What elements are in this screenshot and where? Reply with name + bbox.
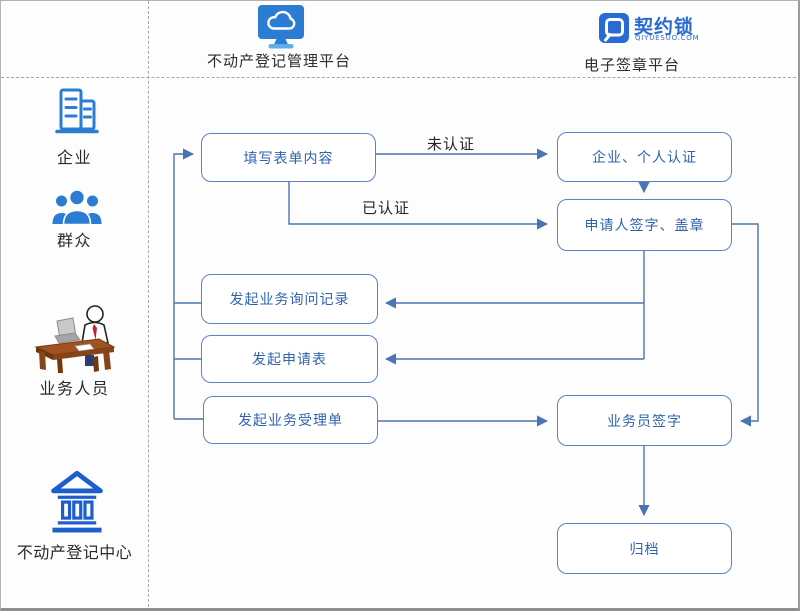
node-authentication: 企业、个人认证 [557,132,732,182]
node-archive: 归档 [557,523,732,574]
node-application-form: 发起申请表 [201,335,378,383]
left-platform-title: 不动产登记管理平台 [206,52,351,70]
node-inquiry-record: 发起业务询问记录 [201,274,378,324]
sidebar-item-enterprise: 企业 [56,148,92,167]
logo-brand-text: 契约锁 [634,16,695,38]
node-fill-form: 填写表单内容 [201,133,376,182]
sidebar-item-staff: 业务人员 [39,379,110,398]
cloud-monitor-icon [258,5,304,49]
desk-worker-icon [34,305,116,373]
buildings-icon [55,88,99,134]
node-clerk-sign: 业务员签字 [557,395,732,446]
sidebar-item-public: 群众 [56,231,92,250]
header-divider [1,77,798,78]
logo-domain-text: QIYUESUO.COM [635,34,700,42]
edge-label-authenticated: 已认证 [361,199,410,217]
edge-label-not-authenticated: 未认证 [426,135,475,153]
bank-icon [51,470,103,533]
people-icon [52,189,102,226]
right-platform-title: 电子签章平台 [583,56,680,74]
sidebar-item-registration-center: 不动产登记中心 [16,543,133,562]
sidebar-divider [148,1,149,608]
qiyuesuo-logo-icon [599,13,629,43]
node-acceptance-form: 发起业务受理单 [203,396,378,444]
node-applicant-sign: 申请人签字、盖章 [557,199,732,251]
